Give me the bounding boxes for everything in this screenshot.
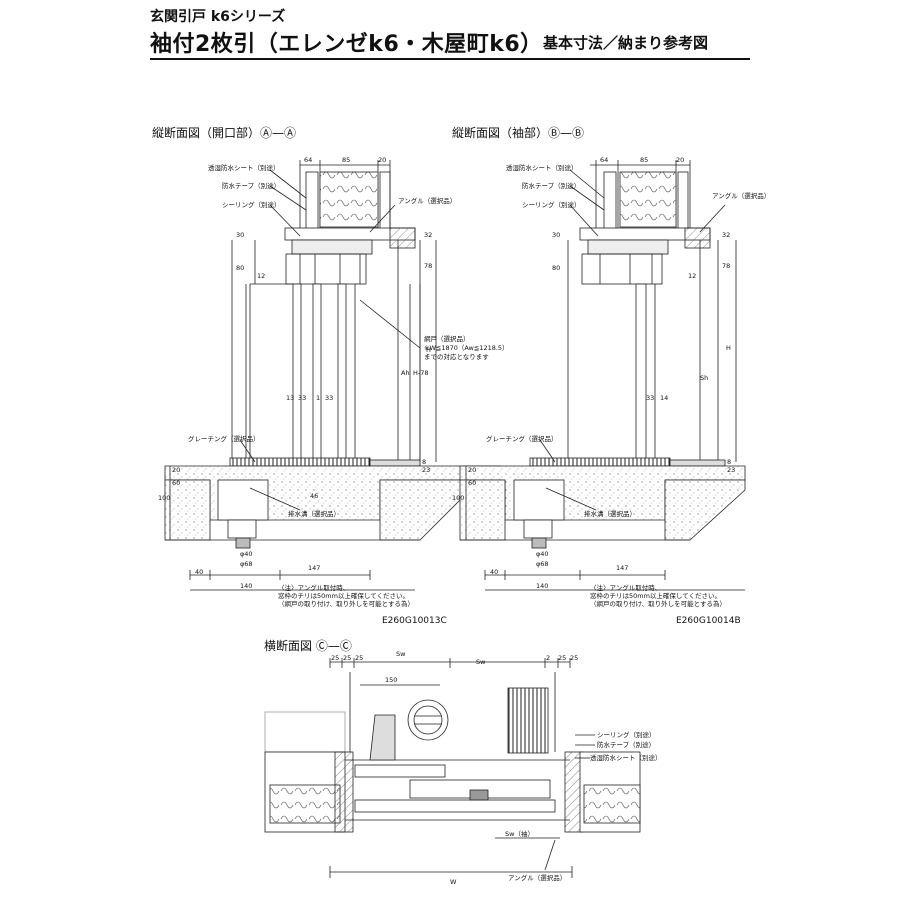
a-label-drain: 排水溝（選択品） [288, 509, 340, 518]
series-name: 玄関引戸 k6シリーズ [150, 9, 286, 25]
a-dim-phi68: φ68 [240, 560, 253, 568]
b-dim-sh: Sh [700, 374, 708, 382]
b-dim-14: 14 [660, 394, 668, 402]
b-dim-85: 85 [640, 156, 648, 164]
b-dim-phi68: φ68 [536, 560, 549, 568]
a-dim-1: 1 [316, 394, 320, 402]
section-a-drawing [164, 160, 502, 591]
c-dim-25e: 25 [570, 654, 578, 662]
section-a-code: E260G10013C [382, 616, 447, 626]
b-label-tape: 防水テープ（別途） [522, 181, 580, 190]
a-dim-147: 147 [308, 564, 320, 572]
a-note-3: （網戸の取り付け、取り外しを可能とする為） [278, 599, 414, 608]
a-label-seal: シーリング（別途） [222, 200, 281, 209]
page-title: 袖付2枚引（エレンゼk6・木屋町k6） [150, 32, 543, 57]
b-dim-147: 147 [616, 564, 628, 572]
a-dim-78: 78 [424, 262, 432, 270]
a-dim-80: 80 [236, 264, 244, 272]
a-dim-46: 46 [310, 492, 318, 500]
a-dim-40: 40 [195, 568, 203, 576]
b-dim-8: 8 [727, 458, 731, 466]
section-b-code: E260G10014B [676, 616, 741, 626]
b-dim-100: 100 [452, 494, 464, 502]
c-dim-150: 150 [385, 676, 397, 684]
a-dim-140: 140 [240, 582, 252, 590]
section-c-caption: 横断面図 Ⓒ—Ⓒ [264, 639, 352, 653]
b-dim-32: 32 [722, 231, 730, 239]
c-label-angle: アングル（選択品） [508, 873, 566, 882]
a-dim-8: 8 [422, 458, 426, 466]
c-label-tape: 防水テープ（別途） [597, 740, 655, 749]
c-label-seal: シーリング（別途） [597, 730, 656, 739]
b-note-1: 〈注〉アングル取付時、 [590, 583, 661, 592]
b-dim-40: 40 [490, 568, 498, 576]
c-dim-sw2: Sw [476, 658, 486, 666]
a-note-1: 〈注〉アングル取付時、 [278, 583, 349, 592]
a-dim-33a: 33 [298, 394, 306, 402]
a-label-sheet: 透湿防水シート（別途） [208, 163, 280, 172]
a-dim-20: 20 [378, 156, 386, 164]
b-dim-12: 12 [688, 272, 696, 280]
b-dim-80: 80 [552, 264, 560, 272]
c-dim-sw1: Sw [396, 650, 406, 658]
c-dim-w: W [450, 878, 457, 886]
a-note-2: 窓枠のチリは50mm以上確保してください。 [278, 591, 409, 600]
a-dim-20b: 20 [172, 466, 180, 474]
b-label-angle: アングル（選択品） [712, 191, 770, 200]
a-label-screen-note1: ※W≦1870（Aw≦1218.5） [424, 344, 509, 352]
b-dim-78: 78 [722, 262, 730, 270]
c-dim-25b: 25 [343, 654, 351, 662]
a-dim-h: H [426, 346, 431, 354]
a-dim-85: 85 [342, 156, 350, 164]
b-dim-h: H [726, 344, 731, 352]
a-dim-32: 32 [424, 231, 432, 239]
b-dim-30: 30 [552, 231, 560, 239]
page-subtitle: 基本寸法／納まり参考図 [543, 34, 709, 52]
title-rule [150, 58, 750, 60]
a-dim-64: 64 [304, 156, 312, 164]
a-label-angle: アングル（選択品） [398, 196, 456, 205]
a-label-screen: 網戸（選択品） [424, 334, 470, 343]
c-dim-2: 2 [546, 654, 550, 662]
section-c-drawing [264, 658, 641, 878]
section-b-drawing [459, 160, 746, 591]
a-dim-33b: 33 [325, 394, 333, 402]
a-dim-100: 100 [158, 494, 170, 502]
b-dim-140: 140 [536, 582, 548, 590]
section-b-caption: 縦断面図（袖部）Ⓑ—Ⓑ [452, 126, 585, 140]
a-dim-23: 23 [422, 466, 430, 474]
b-dim-phi40: φ40 [536, 550, 549, 558]
b-dim-20b: 20 [468, 466, 476, 474]
a-dim-60: 60 [172, 479, 180, 487]
a-label-grating: グレーチング（選択品） [188, 434, 260, 443]
c-label-sheet: 透湿防水シート（別途） [590, 753, 662, 762]
section-a-caption: 縦断面図（開口部）Ⓐ—Ⓐ [152, 126, 297, 140]
b-note-3: （網戸の取り付け、取り外しを可能とする為） [590, 599, 726, 608]
c-dim-25a: 25 [331, 654, 339, 662]
b-dim-33: 33 [646, 394, 654, 402]
b-dim-64: 64 [600, 156, 608, 164]
a-dim-ah: Ah [401, 369, 410, 377]
b-note-2: 窓枠のチリは50mm以上確保してください。 [590, 591, 721, 600]
a-dim-phi40: φ40 [240, 550, 253, 558]
c-dim-25d: 25 [558, 654, 566, 662]
b-label-sheet: 透湿防水シート（別途） [506, 163, 578, 172]
c-dim-sw-side: Sw（袖） [505, 829, 534, 838]
a-dim-12: 12 [257, 272, 265, 280]
b-label-seal: シーリング（別途） [522, 200, 581, 209]
b-dim-23: 23 [727, 466, 735, 474]
c-dim-25c: 25 [355, 654, 363, 662]
a-dim-h78: H-78 [413, 369, 429, 377]
b-dim-20: 20 [676, 156, 684, 164]
a-dim-13: 13 [286, 394, 294, 402]
a-label-tape: 防水テープ（別途） [222, 181, 280, 190]
b-dim-60: 60 [468, 479, 476, 487]
b-label-grating: グレーチング（選択品） [486, 434, 558, 443]
b-label-drain: 排水溝（選択品） [584, 509, 636, 518]
a-dim-30: 30 [236, 231, 244, 239]
a-label-screen-note2: までの対応となります [424, 352, 489, 361]
